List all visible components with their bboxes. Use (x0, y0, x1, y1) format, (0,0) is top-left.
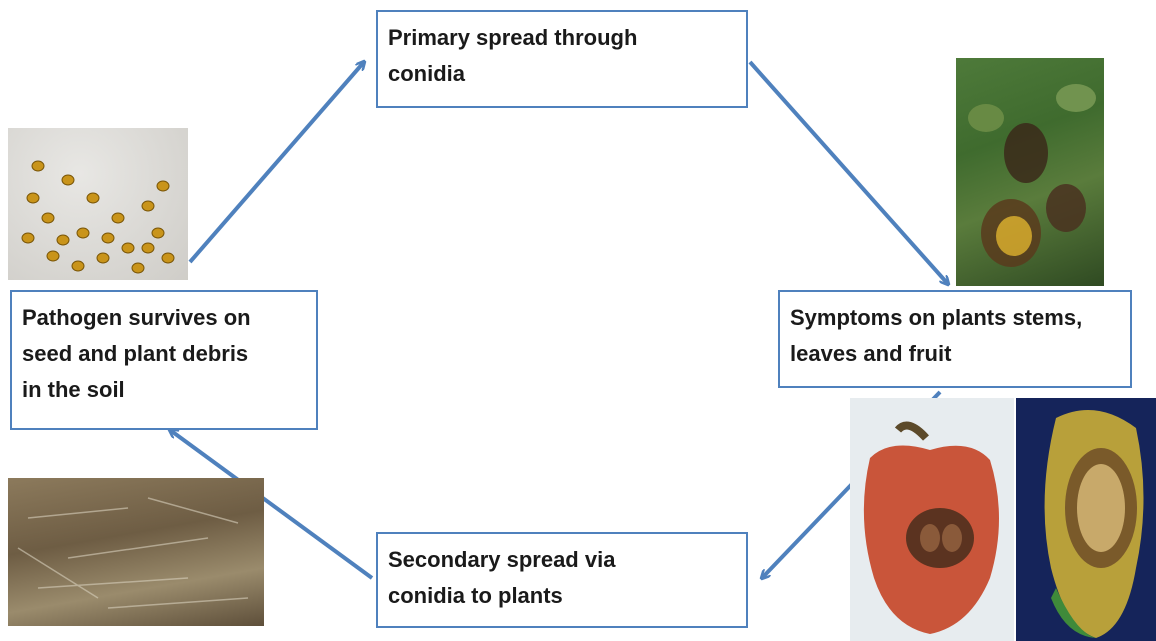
symptoms-text: Symptoms on plants stems, leaves and fru… (790, 300, 1120, 372)
primary-spread-box: Primary spread through conidia (376, 10, 748, 108)
seed-photo (8, 128, 188, 280)
plant-debris-soil-photo (8, 478, 264, 626)
pathogen-survival-box: Pathogen survives on seed and plant debr… (10, 290, 318, 430)
pathogen-survival-text: Pathogen survives on seed and plant debr… (22, 300, 306, 408)
secondary-spread-text: Secondary spread via conidia to plants (388, 542, 736, 614)
primary-spread-text: Primary spread through conidia (388, 20, 736, 92)
secondary-spread-box: Secondary spread via conidia to plants (376, 532, 748, 628)
arrow-survival-to-primary (190, 62, 364, 262)
infected-yellow-pepper-photo (1016, 398, 1156, 641)
symptoms-box: Symptoms on plants stems, leaves and fru… (778, 290, 1132, 388)
arrow-primary-to-symptoms (750, 62, 948, 284)
infected-red-pepper-photo (850, 398, 1014, 641)
infected-plant-photo (956, 58, 1104, 286)
